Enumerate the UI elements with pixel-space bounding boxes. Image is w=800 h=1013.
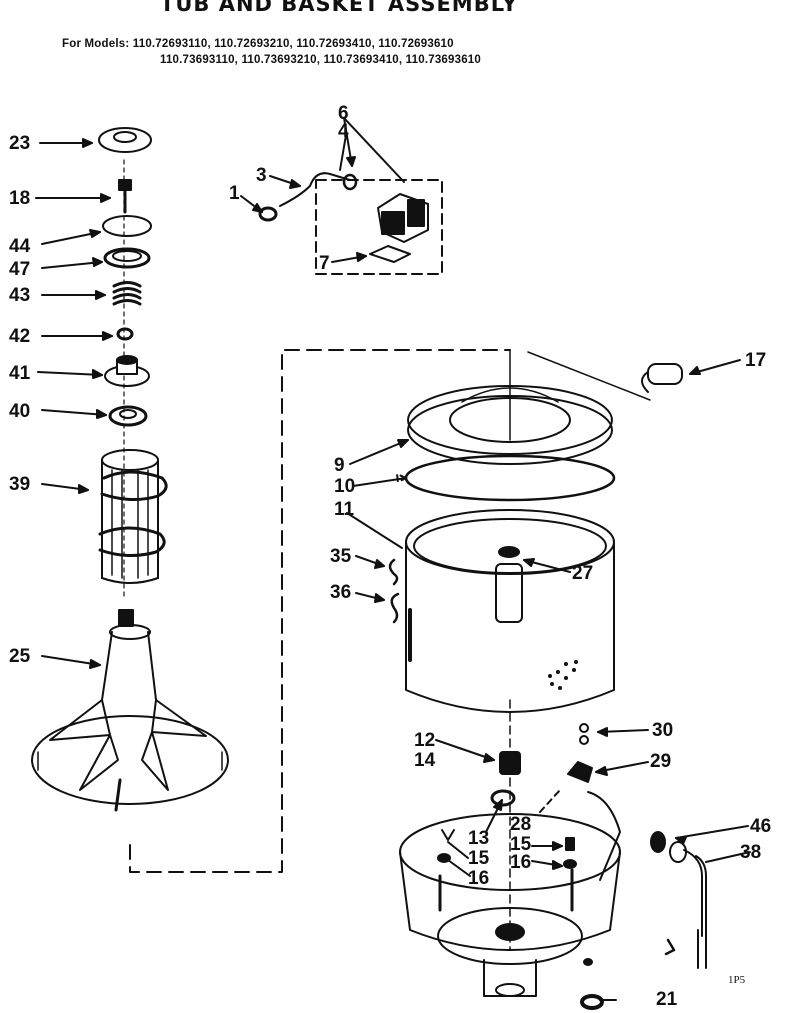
callout-11: 11 (334, 499, 355, 520)
callout-35: 35 (330, 546, 352, 567)
callout-15-right: 15 (510, 834, 532, 855)
callout-41: 41 (9, 363, 31, 384)
part-13-nut (490, 789, 516, 807)
figure-code: 1P5 (728, 974, 746, 986)
part-38-drain-hose (650, 831, 707, 969)
part-17-connector (527, 351, 683, 401)
part-3-hose (258, 172, 358, 222)
callout-13: 13 (468, 828, 490, 849)
callout-25: 25 (9, 646, 31, 667)
callout-12: 12 (414, 730, 436, 751)
callout-40: 40 (9, 401, 31, 422)
callout-44: 44 (9, 236, 31, 257)
part-15-16-hardware (437, 829, 577, 869)
callout-14: 14 (414, 750, 436, 771)
part-12-seal (499, 751, 521, 775)
callout-9: 9 (334, 455, 345, 476)
part-43-spring (112, 281, 142, 306)
diagram-title: TUB AND BASKET ASSEMBLY (160, 0, 519, 16)
part-42-clip (116, 327, 134, 341)
callout-18: 18 (9, 188, 31, 209)
callout-10: 10 (334, 476, 356, 497)
callout-23: 23 (9, 133, 31, 154)
callout-28: 28 (510, 814, 532, 835)
part-21-plug (580, 994, 604, 1010)
part-23-cap (98, 127, 152, 153)
part-10-gasket (404, 454, 616, 502)
callout-36: 36 (330, 582, 352, 603)
callout-39: 39 (9, 474, 31, 495)
callout-47: 47 (9, 259, 31, 280)
model-list-line-2: 110.73693110, 110.73693210, 110.73693410… (160, 54, 481, 66)
part-35-clip (388, 558, 399, 586)
callout-27: 27 (572, 563, 594, 584)
callout-16-right: 16 (510, 852, 532, 873)
callout-1: 1 (229, 183, 240, 204)
part-40-nut (108, 405, 148, 427)
part-25-agitator-base (31, 609, 229, 812)
leader-lines (35, 117, 751, 1001)
part-41-hub (104, 355, 150, 387)
part-47-ring (103, 247, 151, 269)
callout-16-left: 16 (468, 868, 490, 889)
model-list: For Models: 110.72693110, 110.72693210, … (62, 36, 481, 66)
part-30-screw (579, 723, 589, 745)
callout-42: 42 (9, 326, 31, 347)
callout-38: 38 (740, 842, 762, 863)
part-7-bracket (369, 245, 411, 263)
callout-30: 30 (652, 720, 674, 741)
callout-6: 6 (338, 103, 349, 124)
callout-7: 7 (319, 253, 330, 274)
part-14-outer-tub (399, 791, 621, 997)
part-18-bolt (118, 179, 132, 214)
part-39-agitator-barrel (98, 449, 168, 584)
callout-17: 17 (745, 350, 767, 371)
model-list-line-1: For Models: 110.72693110, 110.72693210, … (62, 38, 454, 50)
part-9-tub-ring (407, 385, 613, 465)
callout-3: 3 (256, 165, 267, 186)
callout-43: 43 (9, 285, 31, 306)
part-36-clip (390, 592, 400, 624)
callout-4: 4 (338, 121, 349, 142)
part-29-valve (567, 761, 593, 783)
part-6-pump (377, 193, 429, 243)
callout-29: 29 (650, 751, 672, 772)
callout-46: 46 (750, 816, 772, 837)
callout-15-left: 15 (468, 848, 490, 869)
assembly-dashed-path (129, 349, 511, 873)
callout-21: 21 (656, 989, 678, 1010)
part-6-dashed-box (315, 179, 443, 275)
part-11-basket (405, 509, 615, 713)
part-44-washer (102, 215, 152, 237)
